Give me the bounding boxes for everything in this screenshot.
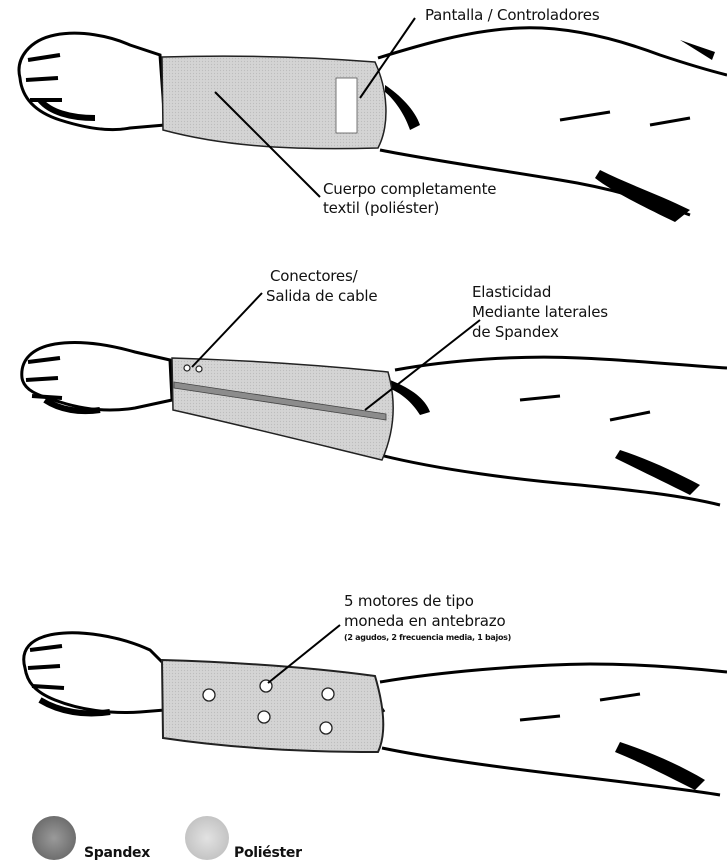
label-elastic-line3: de Spandex [472, 323, 559, 342]
label-body-line1: Cuerpo completamente [323, 180, 496, 199]
legend-polyester-label: Poliéster [234, 845, 302, 861]
leader-connectors [192, 293, 262, 367]
panel-3-sleeve [162, 660, 383, 752]
label-body-line2: textil (poliéster) [323, 199, 439, 218]
connector-dot-2 [196, 366, 202, 372]
leader-display [360, 18, 415, 98]
panel-2-sleeve [172, 358, 393, 460]
connector-dot-1 [184, 365, 190, 371]
label-elastic-line2: Mediante laterales [472, 303, 608, 322]
motor-4 [258, 711, 270, 723]
legend-polyester-swatch [185, 816, 229, 860]
label-connectors-line2: Salida de cable [266, 287, 377, 306]
motor-5 [320, 722, 332, 734]
label-motors-detail: (2 agudos, 2 frecuencia media, 1 bajos) [344, 633, 511, 643]
label-connectors-line1: Conectores/ [270, 267, 357, 286]
label-elastic-line1: Elasticidad [472, 283, 551, 302]
legend-spandex-swatch [32, 816, 76, 860]
display-controller-box [336, 78, 357, 133]
legend-spandex-label: Spandex [84, 845, 150, 861]
panel-1-sleeve [162, 56, 386, 149]
label-display: Pantalla / Controladores [425, 6, 599, 25]
label-motors-line1: 5 motores de tipo [344, 592, 474, 611]
label-motors-line2: moneda en antebrazo [344, 612, 505, 631]
motor-3 [322, 688, 334, 700]
leader-elastic [365, 320, 480, 410]
motor-1 [203, 689, 215, 701]
